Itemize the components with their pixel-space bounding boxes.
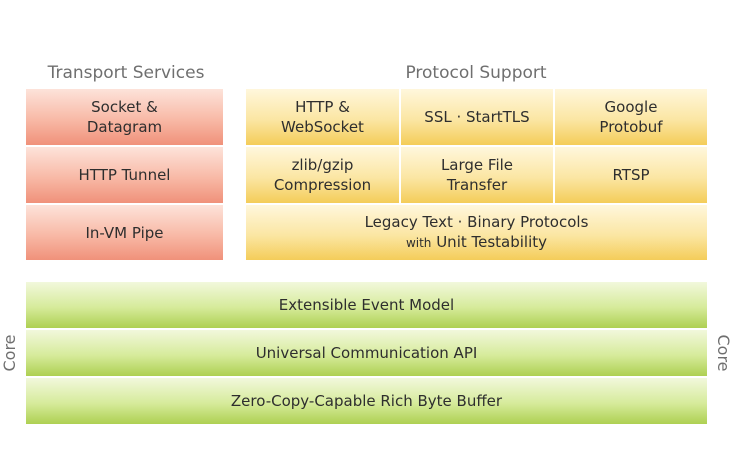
event-model-label: Extensible Event Model	[278, 296, 455, 314]
transport-services-heading: Transport Services	[47, 63, 205, 83]
core-label-left: Core	[0, 334, 19, 372]
zlib-gzip-box: zlib/gzip Compression	[246, 147, 399, 203]
in-vm-pipe-label: In-VM Pipe	[85, 223, 164, 242]
communication-api-label: Universal Communication API	[255, 344, 478, 362]
byte-buffer-layer: Zero-Copy-Capable Rich Byte Buffer	[26, 378, 707, 424]
socket-datagram-box: Socket & Datagram	[26, 89, 223, 145]
in-vm-pipe-box: In-VM Pipe	[26, 205, 223, 260]
large-file-transfer-line2: Transfer	[446, 176, 508, 194]
large-file-transfer-line1: Large File	[440, 156, 514, 174]
legacy-protocols-line2: with Unit Testability	[406, 232, 547, 253]
core-label-right: Core	[714, 334, 733, 372]
http-tunnel-label: HTTP Tunnel	[78, 166, 171, 184]
http-websocket-box: HTTP & WebSocket	[246, 89, 399, 145]
ssl-starttls-box: SSL · StartTLS	[400, 89, 553, 145]
transport-services-group: Socket & Datagram HTTP Tunnel In-VM Pipe	[26, 89, 223, 260]
http-websocket-line2: WebSocket	[281, 118, 364, 136]
protocol-support-heading: Protocol Support	[405, 63, 547, 83]
socket-datagram-line2: Datagram	[86, 118, 163, 136]
socket-datagram-line1: Socket &	[91, 98, 158, 116]
http-websocket-line1: HTTP &	[295, 98, 350, 116]
rtsp-box: RTSP	[554, 147, 707, 203]
http-tunnel-box: HTTP Tunnel	[26, 147, 223, 203]
legacy-unit-testability-text: Unit Testability	[436, 233, 548, 251]
legacy-with-text: with	[405, 236, 432, 250]
legacy-protocols-box: Legacy Text · Binary Protocols with Unit…	[246, 205, 707, 260]
event-model-layer: Extensible Event Model	[26, 282, 707, 328]
large-file-transfer-box: Large File Transfer	[400, 147, 553, 203]
byte-buffer-label: Zero-Copy-Capable Rich Byte Buffer	[230, 392, 503, 410]
ssl-starttls-label: SSL · StartTLS	[424, 108, 530, 126]
google-protobuf-line2: Protobuf	[599, 118, 663, 136]
google-protobuf-line1: Google	[604, 98, 658, 116]
core-group: Extensible Event Model Universal Communi…	[26, 282, 707, 424]
zlib-gzip-line2: Compression	[273, 176, 372, 194]
communication-api-layer: Universal Communication API	[26, 330, 707, 376]
rtsp-label: RTSP	[612, 166, 650, 184]
google-protobuf-box: Google Protobuf	[554, 89, 707, 145]
protocol-support-group: HTTP & WebSocket SSL · StartTLS Google P…	[246, 89, 707, 260]
zlib-gzip-line1: zlib/gzip	[291, 156, 354, 174]
legacy-protocols-line1: Legacy Text · Binary Protocols	[364, 213, 589, 231]
